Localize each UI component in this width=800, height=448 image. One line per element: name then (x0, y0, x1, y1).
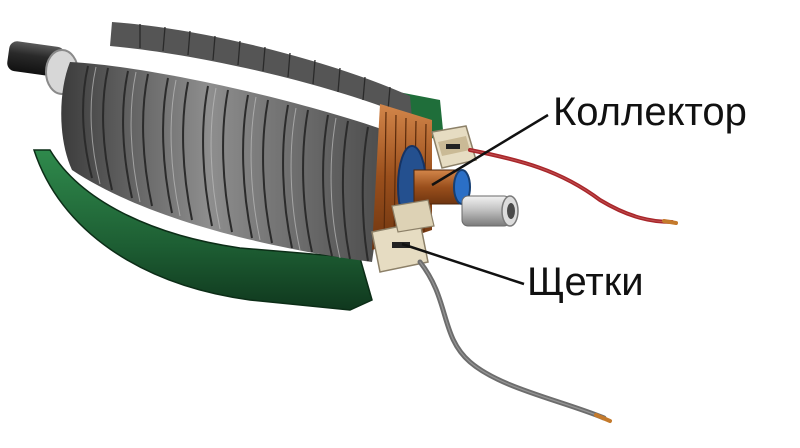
rotor-laminations-front (61, 62, 390, 262)
collector-leader-line (431, 113, 549, 187)
brushes-leader-line (401, 242, 525, 286)
brush-bottom (371, 199, 435, 273)
wire-red (468, 148, 678, 225)
brushes-label: Щетки (527, 260, 644, 304)
collector-label: Коллектор (553, 90, 747, 134)
brush-top (431, 125, 477, 169)
wire-gray (417, 259, 612, 423)
brushes (371, 125, 477, 273)
rotor-laminations-back (110, 22, 412, 118)
